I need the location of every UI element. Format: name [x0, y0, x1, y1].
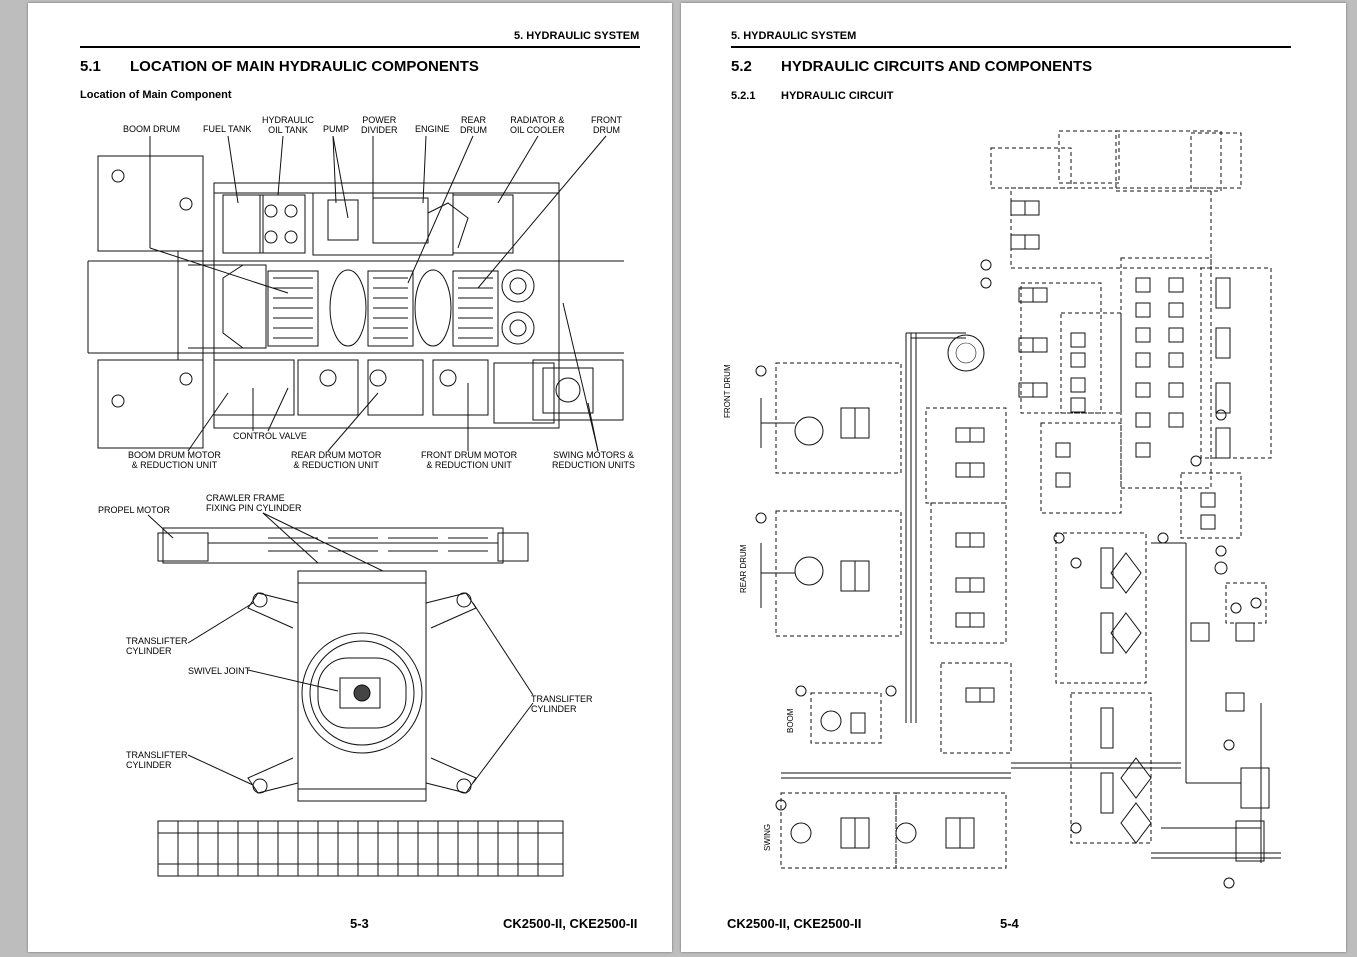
header-rule — [731, 46, 1291, 48]
subsection-number: 5.2.1 — [731, 90, 756, 102]
label-hydraulic-oil-tank: HYDRAULIC OIL TANK — [262, 115, 315, 135]
carrier-drawing — [147, 512, 564, 877]
label-rear-drum-motor: REAR DRUM MOTOR & REDUCTION UNIT — [291, 450, 382, 470]
label-power-divider: POWER DIVIDER — [361, 115, 398, 135]
running-head: 5. HYDRAULIC SYSTEM — [731, 30, 857, 42]
model-footer: CK2500-II, CKE2500-II — [503, 916, 638, 931]
label-crawler-frame-pin: CRAWLER FRAME FIXING PIN CYLINDER — [206, 493, 302, 513]
label-translifter-lower-left: TRANSLIFTER CYLINDER — [126, 750, 188, 770]
subsection-title: HYDRAULIC CIRCUIT — [781, 90, 894, 102]
label-control-valve: CONTROL VALVE — [233, 431, 307, 441]
section-title: LOCATION OF MAIN HYDRAULIC COMPONENTS — [130, 58, 479, 75]
label-radiator-oil-cooler: RADIATOR & OIL COOLER — [510, 115, 565, 135]
page-number: 5-4 — [1000, 916, 1019, 931]
label-engine: ENGINE — [415, 124, 450, 134]
label-boom-drum: BOOM DRUM — [123, 124, 180, 134]
label-fuel-tank: FUEL TANK — [203, 124, 252, 134]
label-front-drum-motor: FRONT DRUM MOTOR & REDUCTION UNIT — [421, 450, 518, 470]
label-swing-motors: SWING MOTORS & REDUCTION UNITS — [552, 450, 635, 470]
label-pump: PUMP — [323, 124, 350, 134]
page-number: 5-3 — [350, 916, 369, 931]
label-translifter-upper-left: TRANSLIFTER CYLINDER — [126, 636, 188, 656]
header-rule — [80, 46, 640, 48]
subheading: Location of Main Component — [80, 89, 232, 101]
model-footer: CK2500-II, CKE2500-II — [727, 916, 862, 931]
label-swivel-joint: SWIVEL JOINT — [188, 666, 251, 676]
hydraulic-circuit-schematic — [755, 130, 1281, 889]
label-rear-drum: REAR DRUM — [460, 115, 487, 135]
right-page: 5. HYDRAULIC SYSTEM 5.2 HYDRAULIC CIRCUI… — [681, 3, 1346, 952]
section-title: HYDRAULIC CIRCUITS AND COMPONENTS — [781, 58, 1093, 75]
label-propel-motor: PROPEL MOTOR — [98, 505, 171, 515]
left-page: 5. HYDRAULIC SYSTEM 5.1 LOCATION OF MAIN… — [28, 3, 672, 952]
running-head: 5. HYDRAULIC SYSTEM — [514, 30, 640, 42]
upper-structure-plan-drawing — [87, 135, 624, 452]
label-translifter-right: TRANSLIFTER CYLINDER — [531, 694, 593, 714]
label-boom-drum-motor: BOOM DRUM MOTOR & REDUCTION UNIT — [128, 450, 221, 470]
label-front-drum: FRONT DRUM — [591, 115, 622, 135]
section-number: 5.2 — [731, 58, 752, 75]
section-number: 5.1 — [80, 58, 101, 75]
